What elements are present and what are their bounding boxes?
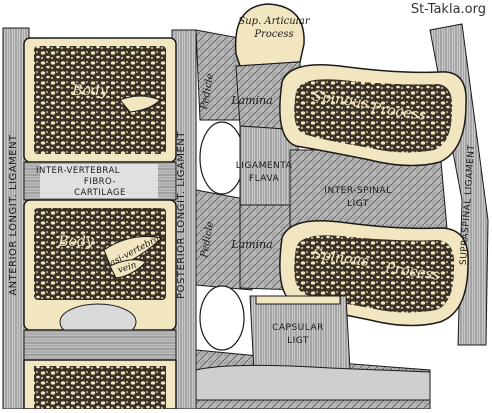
ligamenta-flava-label-2: FLAVA: [249, 174, 280, 184]
spinous-upper-label-1: Spinous: [311, 88, 369, 112]
spinous-lower-label-1: Spinous: [311, 246, 369, 270]
body-label-upper: Body: [71, 83, 109, 99]
intervertebral-disc: [23, 161, 177, 201]
sup-articular-label-2: Process: [253, 29, 293, 40]
ligamenta-flava-label-1: LIGAMENTA: [236, 161, 293, 171]
interspinal-label-2: LIGT: [347, 199, 369, 209]
superior-articular-process: [234, 3, 305, 67]
watermark: St-Takla.org: [410, 2, 486, 17]
inferior-articular: [195, 364, 431, 401]
spinous-lower-label-2: Process: [383, 260, 441, 284]
intervertebral-label-1: INTER-VERTEBRAL: [36, 166, 120, 176]
capsular-label-1: CAPSULAR: [272, 323, 324, 333]
anterior-ligament-label: ANTERIOR LONGIT. LIGAMENT: [8, 134, 19, 296]
vertebral-body-lower: [23, 199, 177, 341]
interspinal-label-1: INTER-SPINAL: [324, 186, 391, 196]
intervertebral-label-3: CARTILAGE: [74, 188, 126, 198]
posterior-ligament-label: POSTERIOR LONGIT. LIGAMENT: [176, 131, 187, 299]
sup-articular-label-1: Sup. Articular: [238, 16, 310, 27]
capsular-label-2: LIGT: [287, 336, 309, 346]
capsular-ligament: [249, 295, 351, 373]
lamina-label-lower: Lamina: [230, 238, 272, 251]
vertebral-body-upper: [23, 37, 177, 163]
spinous-upper-label-2: Process: [369, 100, 427, 124]
lamina-label-upper: Lamina: [230, 94, 272, 107]
lower-disc: [23, 329, 177, 410]
spinous-process-upper: [279, 63, 467, 167]
body-label-lower: Body: [57, 234, 95, 250]
intervertebral-label-2: FIBRO-: [84, 177, 116, 187]
